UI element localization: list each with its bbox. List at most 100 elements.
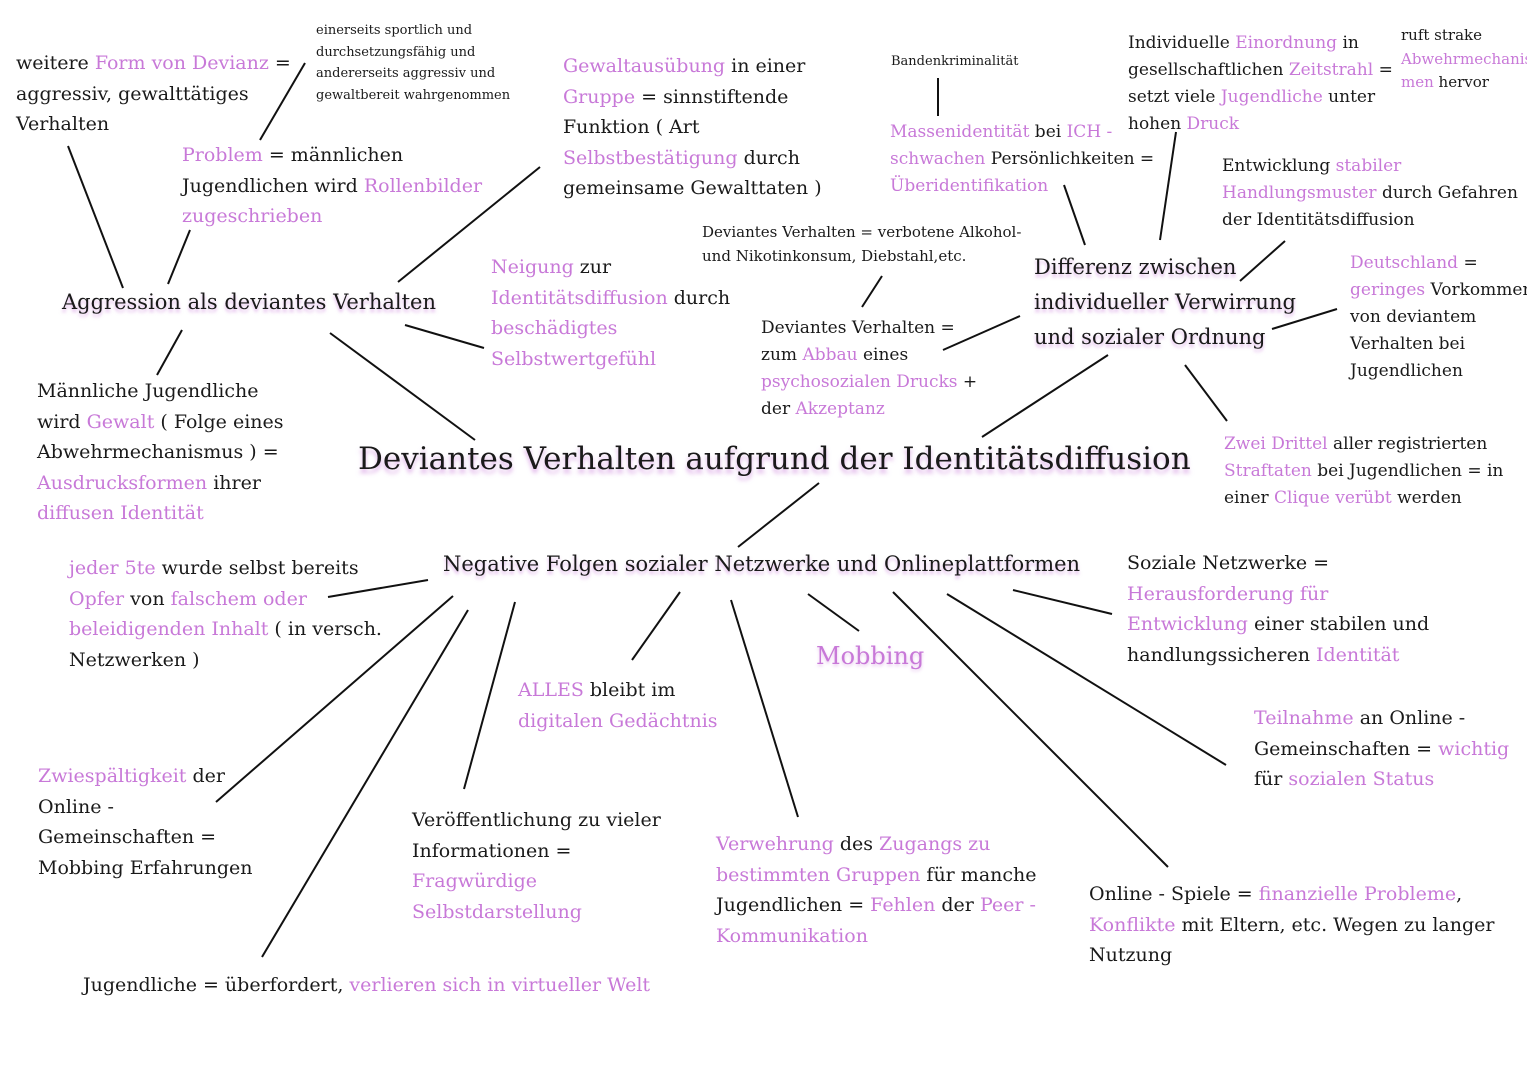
note-text: Gemeinschaften = — [1254, 737, 1439, 760]
note-text: Jugendlichen = — [716, 894, 871, 916]
connector — [942, 315, 1021, 351]
note-line: Abwehrmechanis — [1401, 48, 1527, 72]
note-verwehrung: Verwehrung des Zugangs zu bestimmten Grup… — [716, 829, 1037, 951]
note-text: Gemeinschaften = — [38, 826, 217, 848]
note-text: Verhalten bei — [1350, 334, 1466, 354]
connector — [946, 593, 1227, 766]
note-text: gemeinsame Gewalttaten ) — [563, 177, 822, 199]
note-text: Mobbing Erfahrungen — [38, 856, 253, 879]
note-line: Opfer von falschem oder — [69, 584, 382, 615]
note-line: beschädigtes — [491, 313, 730, 344]
note-text: der — [186, 765, 225, 787]
note-text: hervor — [1433, 73, 1489, 91]
note-text: und Nikotinkonsum, Diebstahl,etc. — [702, 246, 967, 265]
note-line: handlungssicheren Identität — [1127, 640, 1429, 671]
note-line: und Nikotinkonsum, Diebstahl,etc. — [702, 245, 1021, 269]
note-text: durch — [737, 146, 800, 169]
highlight-text: verlieren sich in virtueller Welt — [349, 974, 651, 996]
note-text: einerseits sportlich und — [316, 23, 473, 38]
connector — [892, 591, 1169, 868]
note-line: Gewaltausübung in einer — [563, 51, 822, 82]
highlight-text: bestimmten Gruppen — [716, 863, 921, 886]
note-line: Nutzung — [1089, 940, 1494, 971]
note-line: Männliche Jugendliche — [37, 376, 284, 407]
connector — [67, 145, 124, 289]
note-line: für sozialen Status — [1254, 764, 1509, 795]
connector — [397, 166, 541, 283]
highlight-text: Selbstbestätigung — [563, 146, 738, 169]
note-line: Netzwerken ) — [69, 645, 382, 676]
connector — [1271, 308, 1338, 330]
highlight-text: Zugangs zu — [879, 833, 991, 855]
note-text: zur — [573, 256, 612, 278]
note-text: , — [1456, 883, 1463, 905]
note-text: Informationen = — [412, 839, 572, 862]
note-text: aggressiv, gewalttätiges — [16, 82, 249, 105]
note-online-spiele: Online - Spiele = finanzielle Probleme,K… — [1089, 879, 1494, 971]
note-text: in einer — [725, 55, 806, 77]
highlight-text: Ausdrucksformen — [37, 471, 208, 494]
note-line: Jugendlichen = Fehlen der Peer - — [716, 890, 1037, 921]
note-line: Kommunikation — [716, 921, 1037, 952]
note-text: mit Eltern, etc. Wegen zu langer — [1175, 913, 1495, 936]
note-text: Funktion ( Art — [563, 116, 700, 138]
note-text: von deviantem — [1350, 307, 1477, 327]
note-line: Neigung zur — [491, 252, 730, 283]
note-text: Individuelle — [1128, 33, 1236, 53]
highlight-text: jeder 5te — [69, 557, 156, 579]
highlight-text: beschädigtes — [491, 317, 618, 339]
note-text: Männliche Jugendliche — [37, 380, 259, 402]
note-line: Identitätsdiffusion durch — [491, 283, 730, 314]
note-line: diffusen Identität — [37, 498, 284, 529]
connector — [1239, 240, 1286, 282]
note-line: Zwei Drittel aller registrierten — [1224, 431, 1503, 458]
note-line: Gemeinschaften = — [38, 822, 252, 853]
highlight-text: falschem oder — [170, 587, 307, 610]
highlight-text: digitalen Gedächtnis — [518, 709, 718, 732]
note-text: der Identitätsdiffusion — [1222, 210, 1415, 230]
highlight-text: Peer - — [979, 894, 1036, 916]
note-line: Fragwürdige — [412, 866, 661, 897]
branch-negative-folgen: Negative Folgen sozialer Netzwerke und O… — [443, 552, 1081, 576]
highlight-text: Handlungsmuster — [1222, 183, 1377, 203]
note-line: von deviantem — [1350, 304, 1527, 331]
highlight-text: Fehlen — [870, 894, 936, 916]
highlight-text: zugeschrieben — [182, 205, 323, 227]
note-deviantes-alkohol: Deviantes Verhalten = verbotene Alkohol-… — [702, 221, 1021, 268]
note-line: Handlungsmuster durch Gefahren — [1222, 180, 1518, 207]
note-line: einerseits sportlich und — [316, 20, 510, 42]
note-line: Selbstwertgefühl — [491, 344, 730, 375]
note-line: psychosozialen Drucks + — [761, 369, 977, 396]
note-line: durchsetzungsfähig und — [316, 42, 510, 64]
highlight-text: Verwehrung — [716, 833, 834, 855]
highlight-text: Rollenbilder — [363, 174, 483, 197]
highlight-text: schwachen — [890, 149, 986, 169]
connector — [329, 332, 476, 441]
note-line: hohen Druck — [1128, 111, 1393, 138]
note-text: des — [833, 833, 880, 855]
highlight-text: Entwicklung — [1127, 613, 1248, 635]
note-text: für — [1254, 768, 1289, 790]
note-line: gesellschaftlichen Zeitstrahl = — [1128, 57, 1393, 84]
connector — [1159, 131, 1177, 241]
note-line: gewaltbereit wahrgenommen — [316, 85, 510, 107]
note-text: Persönlichkeiten = — [985, 149, 1155, 169]
note-text: bleibt im — [583, 679, 676, 701]
highlight-text: finanzielle Probleme — [1258, 883, 1457, 905]
highlight-text: Identität — [1315, 643, 1400, 666]
note-text: einer stabilen und — [1247, 613, 1430, 635]
note-line: Informationen = — [412, 836, 661, 867]
note-text: Abwehrmechanismus ) = — [37, 441, 279, 463]
note-text: Verhalten — [16, 113, 110, 135]
note-text: bei Jugendlichen = in — [1311, 461, 1504, 481]
branch-differenz-line: und sozialer Ordnung — [1034, 325, 1266, 349]
note-line: wird Gewalt ( Folge eines — [37, 407, 284, 438]
note-text: Online - — [38, 795, 114, 818]
connector — [215, 595, 454, 803]
highlight-text: Abbau — [802, 345, 858, 365]
connector — [981, 354, 1109, 438]
